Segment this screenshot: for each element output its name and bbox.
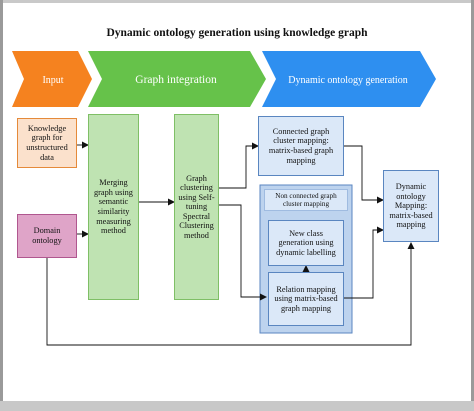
merging-graph-box: Merging graph using semantic similarity …	[88, 114, 139, 300]
stage-input-arrow	[12, 51, 92, 107]
frame-border-bottom	[0, 401, 474, 411]
edge-domain-to-mapping	[46, 242, 415, 346]
stage-input-label: Input	[42, 75, 63, 86]
relation-mapping-label: Relation mapping using matrix-based grap…	[274, 284, 338, 313]
stage-generation-label: Dynamic ontology generation	[288, 75, 407, 86]
frame-border-top	[0, 0, 474, 3]
domain-ontology-box: Domain ontology	[17, 214, 77, 258]
graph-clustering-box: Graph clustering using Self-tuning Spect…	[174, 114, 219, 300]
non-connected-label: Non connected graph cluster mapping	[275, 191, 337, 208]
non-connected-title-box: Non connected graph cluster mapping	[264, 189, 348, 211]
connected-mapping-box: Connected graph cluster mapping: matrix-…	[258, 116, 344, 176]
frame-border-left	[0, 0, 3, 411]
edge-relation-to-mapping	[343, 226, 384, 299]
edge-clustering-to-relation	[219, 204, 267, 301]
graph-clustering-label: Graph clustering using Self-tuning Spect…	[178, 173, 215, 240]
dynamic-mapping-box: Dynamic ontology Mapping: matrix-based m…	[383, 170, 439, 242]
stage-integration-label: Graph integration	[135, 74, 217, 86]
connected-mapping-label: Connected graph cluster mapping: matrix-…	[268, 126, 334, 165]
new-class-box: New class generation using dynamic label…	[268, 220, 344, 266]
frame-border-right	[471, 0, 474, 411]
diagram-title: Dynamic ontology generation using knowle…	[106, 27, 368, 39]
edge-clustering-to-connected	[219, 142, 259, 189]
edge-connected-to-mapping	[344, 145, 384, 204]
stage-integration-arrow	[88, 51, 266, 107]
dynamic-mapping-label: Dynamic ontology Mapping: matrix-based m…	[389, 182, 433, 230]
knowledge-graph-box: Knowledge graph for unstructured data	[17, 118, 77, 168]
new-class-label: New class generation using dynamic label…	[276, 228, 336, 257]
domain-ontology-label: Domain ontology	[32, 226, 62, 245]
merging-graph-label: Merging graph using semantic similarity …	[94, 178, 133, 236]
relation-mapping-box: Relation mapping using matrix-based grap…	[268, 272, 344, 326]
stage-generation-arrow	[262, 51, 436, 107]
knowledge-graph-label: Knowledge graph for unstructured data	[26, 123, 68, 162]
